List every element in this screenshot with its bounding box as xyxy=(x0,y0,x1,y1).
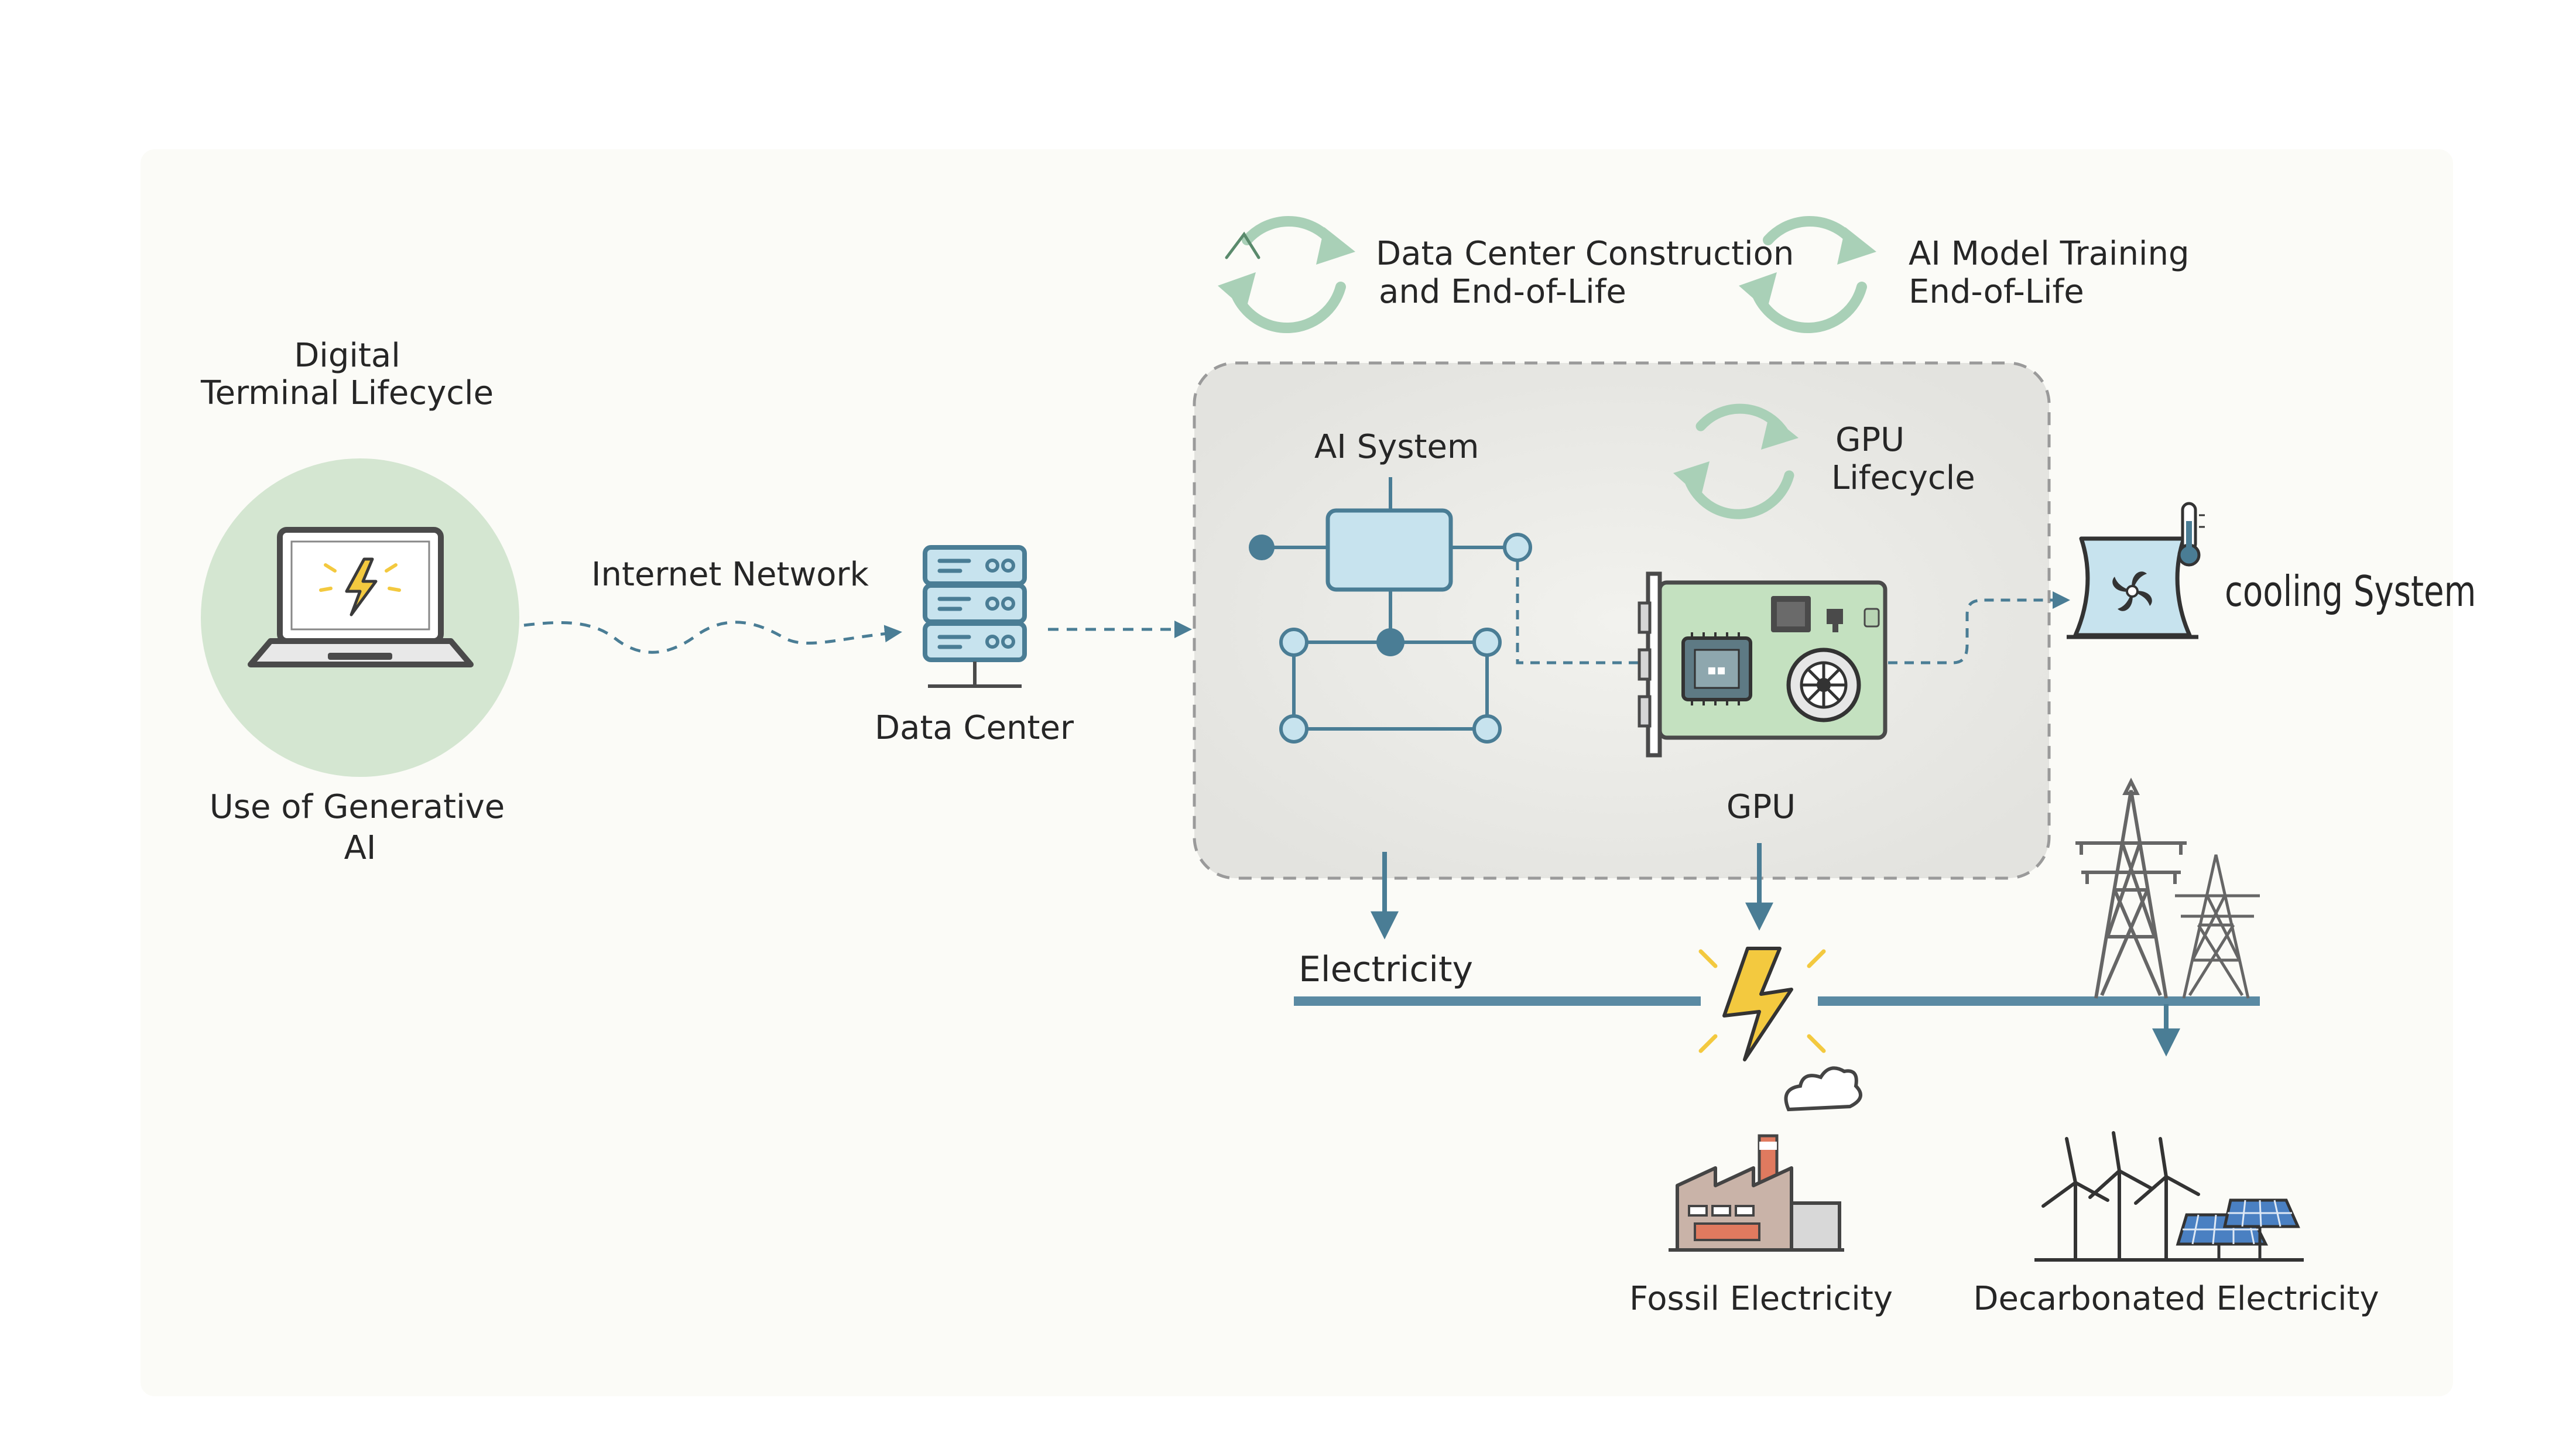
use-of-generative-ai-label-1: Use of Generative xyxy=(209,788,505,826)
recycle-icon xyxy=(1218,215,1355,334)
dc-construction-label-1: Data Center Construction xyxy=(1376,235,1794,273)
gpu-lifecycle-label-1: GPU xyxy=(1835,421,1905,459)
ai-model-training-label-1: AI Model Training xyxy=(1909,235,2190,273)
gpu-card-icon: ▪▪ xyxy=(1638,571,1888,758)
data-center-label: Data Center xyxy=(875,709,1074,747)
network-connection-1 xyxy=(523,621,902,654)
solar-panel-icon xyxy=(2034,1198,2304,1262)
server-icon xyxy=(923,545,1027,688)
ai-model-training-label-2: End-of-Life xyxy=(1909,273,2084,311)
digital-terminal-lifecycle-label-1: Digital xyxy=(294,337,400,375)
gpu-label: GPU xyxy=(1726,788,1796,826)
use-of-generative-ai-label-2: AI xyxy=(344,829,376,867)
ai-system-label: AI System xyxy=(1314,428,1479,466)
recycle-icon xyxy=(1673,403,1799,519)
dc-construction-label-2: and End-of-Life xyxy=(1379,273,1626,311)
wind-turbine-icon xyxy=(2041,1131,2200,1260)
power-tower-icon xyxy=(2175,854,2260,999)
cooling-system-label: cooling System xyxy=(2225,567,2476,616)
network-graph-icon xyxy=(1249,477,1532,744)
gpu-lifecycle-label-2: Lifecycle xyxy=(1831,459,1975,497)
gpu-to-cooling-connection xyxy=(1888,591,2070,664)
svg-text:▪▪: ▪▪ xyxy=(1707,662,1727,678)
ai-boundary-box xyxy=(1193,361,2051,880)
recycle-icon xyxy=(1739,215,1876,334)
power-tower-icon xyxy=(2075,777,2187,999)
cooling-tower-icon xyxy=(2067,536,2198,639)
digital-terminal-lifecycle-label-2: Terminal Lifecycle xyxy=(200,374,494,412)
factory-icon xyxy=(1669,1066,1862,1252)
laptop-icon xyxy=(201,458,519,777)
fossil-electricity-label: Fossil Electricity xyxy=(1629,1280,1893,1318)
electricity-label: Electricity xyxy=(1299,949,1474,990)
ai-to-gpu-connection xyxy=(1516,561,1639,664)
internet-network-label: Internet Network xyxy=(591,556,869,594)
thermometer-icon xyxy=(2177,502,2205,567)
lightning-icon xyxy=(1698,947,1826,1061)
decarbonated-electricity-label: Decarbonated Electricity xyxy=(1973,1280,2379,1318)
